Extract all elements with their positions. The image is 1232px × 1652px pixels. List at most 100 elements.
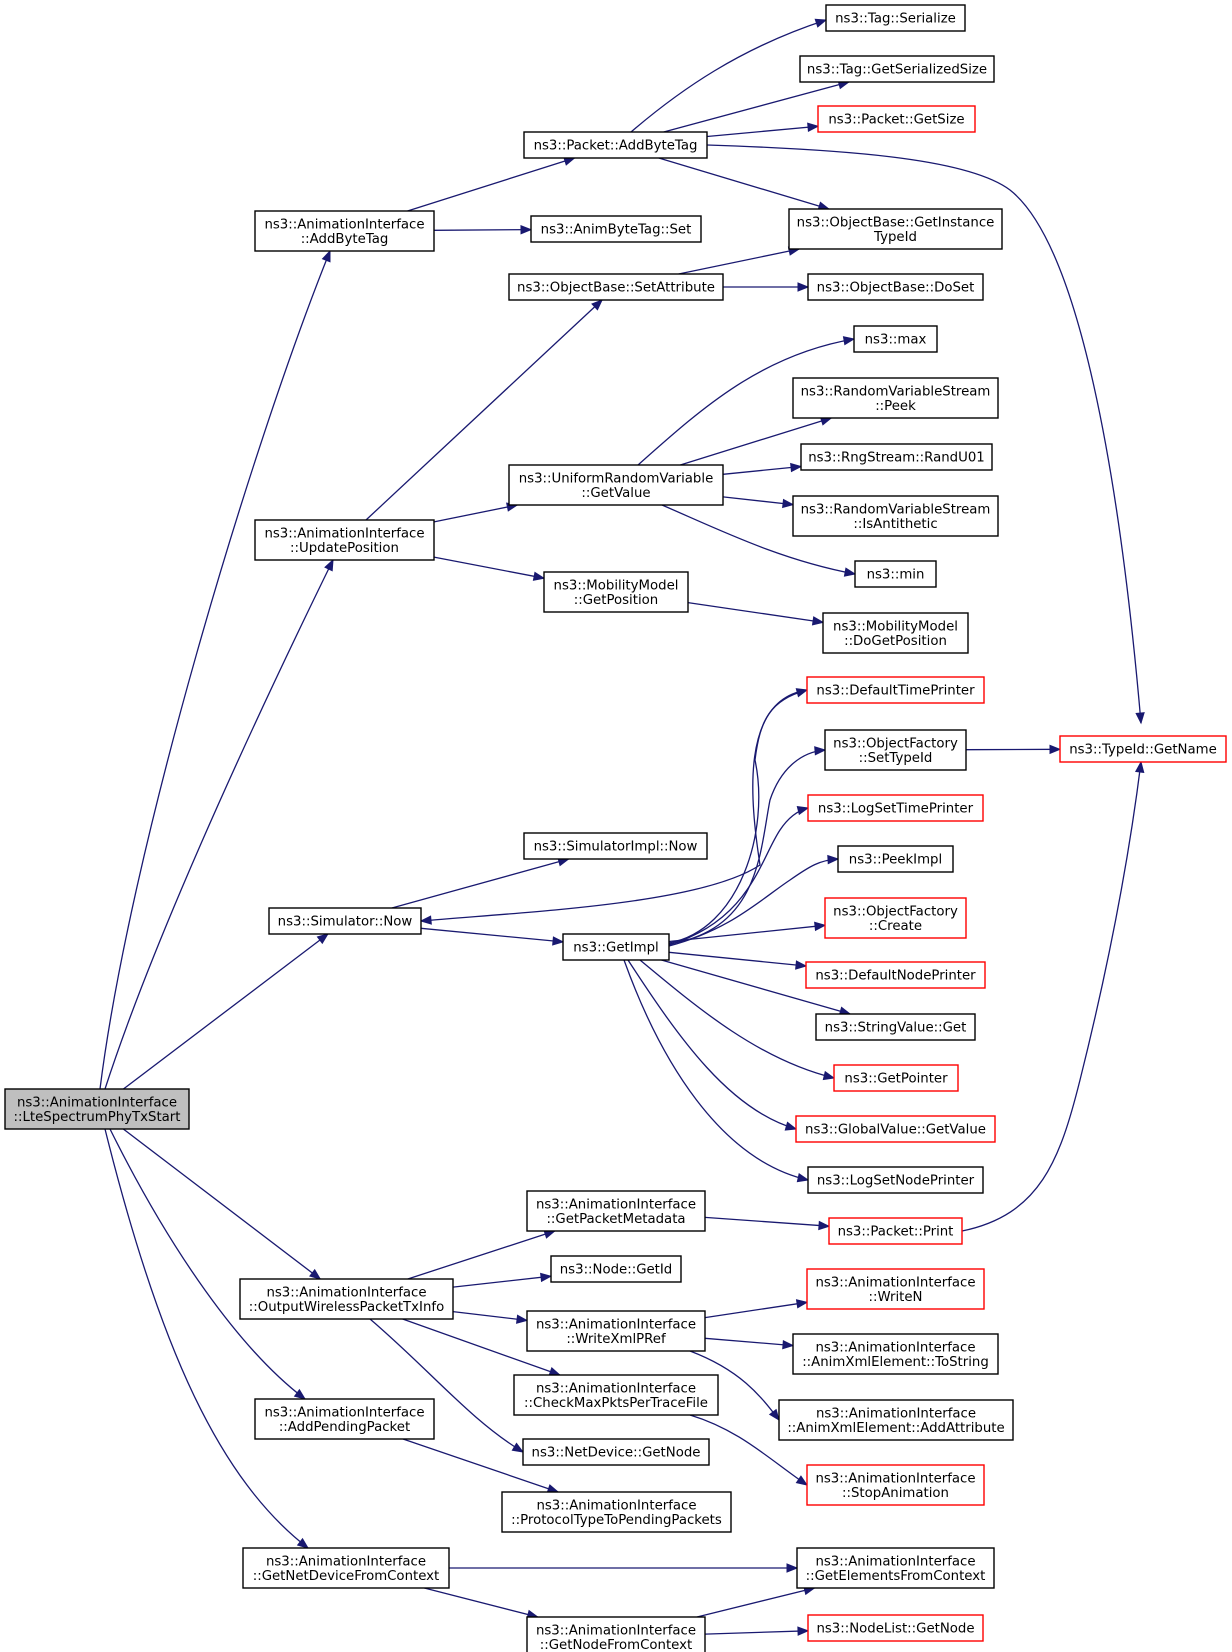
node-tagGetSerializedSize[interactable]: ns3::Tag::GetSerializedSize — [799, 55, 995, 83]
node-box[interactable] — [530, 215, 702, 243]
node-box[interactable] — [522, 1438, 710, 1466]
node-box[interactable] — [796, 1547, 995, 1589]
node-box[interactable] — [526, 1310, 706, 1352]
node-updatePosition[interactable]: ns3::AnimationInterface::UpdatePosition — [254, 519, 435, 561]
node-defaultNodePrinter[interactable]: ns3::DefaultNodePrinter — [805, 961, 986, 989]
node-box[interactable] — [807, 273, 984, 301]
node-box[interactable] — [523, 832, 708, 860]
node-packetPrint[interactable]: ns3::Packet::Print — [828, 1217, 963, 1245]
node-simImplNow[interactable]: ns3::SimulatorImpl::Now — [523, 832, 708, 860]
node-box[interactable] — [795, 1115, 996, 1143]
node-nodeGetId[interactable]: ns3::Node::GetId — [550, 1255, 682, 1283]
node-getNodeFromContext[interactable]: ns3::AnimationInterface::GetNodeFromCont… — [526, 1616, 706, 1652]
node-box[interactable] — [800, 443, 993, 471]
node-mmDoGetPosition[interactable]: ns3::MobilityModel::DoGetPosition — [822, 612, 969, 654]
node-box[interactable] — [807, 1614, 984, 1642]
node-box[interactable] — [805, 961, 986, 989]
node-box[interactable] — [526, 1616, 706, 1652]
node-box[interactable] — [806, 1268, 985, 1310]
node-max[interactable]: ns3::max — [853, 325, 938, 353]
node-box[interactable] — [523, 131, 708, 159]
node-writeXmlPRef[interactable]: ns3::AnimationInterface::WriteXmlPRef — [526, 1310, 706, 1352]
node-box[interactable] — [807, 794, 984, 822]
node-box[interactable] — [828, 1217, 963, 1245]
node-defaultTimePrinter[interactable]: ns3::DefaultTimePrinter — [806, 676, 985, 704]
node-packetAddByteTag[interactable]: ns3::Packet::AddByteTag — [523, 131, 708, 159]
node-box[interactable] — [254, 210, 435, 252]
node-netDeviceGetNode[interactable]: ns3::NetDevice::GetNode — [522, 1438, 710, 1466]
node-box[interactable] — [508, 464, 724, 506]
node-getPointer[interactable]: ns3::GetPointer — [833, 1064, 959, 1092]
node-logSetTimePrinter[interactable]: ns3::LogSetTimePrinter — [807, 794, 984, 822]
node-box[interactable] — [799, 55, 995, 83]
node-urvGetValue[interactable]: ns3::UniformRandomVariable::GetValue — [508, 464, 724, 506]
node-root[interactable]: ns3::AnimationInterface::LteSpectrumPhyT… — [4, 1088, 190, 1130]
node-outputWireless[interactable]: ns3::AnimationInterface::OutputWirelessP… — [239, 1278, 454, 1320]
node-box[interactable] — [239, 1278, 454, 1320]
node-ofSetTypeId[interactable]: ns3::ObjectFactory::SetTypeId — [824, 729, 967, 771]
node-getPacketMetadata[interactable]: ns3::AnimationInterface::GetPacketMetada… — [526, 1190, 706, 1232]
node-addPendingPacket[interactable]: ns3::AnimationInterface::AddPendingPacke… — [254, 1398, 435, 1440]
node-box[interactable] — [807, 1166, 984, 1194]
node-box[interactable] — [562, 933, 670, 961]
node-box[interactable] — [837, 845, 954, 873]
node-logSetNodePrinter[interactable]: ns3::LogSetNodePrinter — [807, 1166, 984, 1194]
node-box[interactable] — [824, 729, 967, 771]
node-doSet[interactable]: ns3::ObjectBase::DoSet — [807, 273, 984, 301]
node-animByteTagSet[interactable]: ns3::AnimByteTag::Set — [530, 215, 702, 243]
node-box[interactable] — [806, 1464, 985, 1506]
node-box[interactable] — [788, 208, 1003, 250]
node-box[interactable] — [543, 571, 689, 613]
node-box[interactable] — [792, 495, 999, 537]
node-mmGetPosition[interactable]: ns3::MobilityModel::GetPosition — [543, 571, 689, 613]
node-box[interactable] — [242, 1547, 450, 1589]
node-box[interactable] — [792, 377, 999, 419]
node-packetGetSize[interactable]: ns3::Packet::GetSize — [817, 105, 976, 133]
node-getImpl[interactable]: ns3::GetImpl — [562, 933, 670, 961]
node-box[interactable] — [1059, 735, 1227, 763]
node-protocolTypeToPending[interactable]: ns3::AnimationInterface::ProtocolTypeToP… — [501, 1491, 732, 1533]
node-box[interactable] — [806, 676, 985, 704]
node-setAttribute[interactable]: ns3::ObjectBase::SetAttribute — [508, 273, 724, 301]
node-box[interactable] — [778, 1399, 1014, 1441]
node-getNetDeviceFromContext[interactable]: ns3::AnimationInterface::GetNetDeviceFro… — [242, 1547, 450, 1589]
node-box[interactable] — [550, 1255, 682, 1283]
node-peekImpl[interactable]: ns3::PeekImpl — [837, 845, 954, 873]
node-stringValueGet[interactable]: ns3::StringValue::Get — [815, 1013, 976, 1041]
node-box[interactable] — [508, 273, 724, 301]
node-box[interactable] — [825, 4, 966, 32]
node-box[interactable] — [853, 325, 938, 353]
node-box[interactable] — [268, 907, 422, 935]
node-box[interactable] — [526, 1190, 706, 1232]
node-box[interactable] — [4, 1088, 190, 1130]
node-globalValueGetValue[interactable]: ns3::GlobalValue::GetValue — [795, 1115, 996, 1143]
node-box[interactable] — [513, 1374, 719, 1416]
node-box[interactable] — [254, 519, 435, 561]
node-box[interactable] — [501, 1491, 732, 1533]
node-box[interactable] — [815, 1013, 976, 1041]
node-box[interactable] — [254, 1398, 435, 1440]
node-animXmlToString[interactable]: ns3::AnimationInterface::AnimXmlElement:… — [792, 1333, 999, 1375]
node-min[interactable]: ns3::min — [854, 560, 937, 588]
node-writeN[interactable]: ns3::AnimationInterface::WriteN — [806, 1268, 985, 1310]
node-checkMaxPkts[interactable]: ns3::AnimationInterface::CheckMaxPktsPer… — [513, 1374, 719, 1416]
node-getElementsFromContext[interactable]: ns3::AnimationInterface::GetElementsFrom… — [796, 1547, 995, 1589]
node-animXmlAddAttribute[interactable]: ns3::AnimationInterface::AnimXmlElement:… — [778, 1399, 1014, 1441]
node-stopAnimation[interactable]: ns3::AnimationInterface::StopAnimation — [806, 1464, 985, 1506]
node-box[interactable] — [822, 612, 969, 654]
node-box[interactable] — [854, 560, 937, 588]
node-rngRandU01[interactable]: ns3::RngStream::RandU01 — [800, 443, 993, 471]
node-rvsIsAntithetic[interactable]: ns3::RandomVariableStream::IsAntithetic — [792, 495, 999, 537]
node-rvsPeek[interactable]: ns3::RandomVariableStream::Peek — [792, 377, 999, 419]
node-box[interactable] — [824, 897, 967, 939]
node-box[interactable] — [817, 105, 976, 133]
node-nodeListGetNode[interactable]: ns3::NodeList::GetNode — [807, 1614, 984, 1642]
node-ofCreate[interactable]: ns3::ObjectFactory::Create — [824, 897, 967, 939]
node-box[interactable] — [792, 1333, 999, 1375]
node-tagSerialize[interactable]: ns3::Tag::Serialize — [825, 4, 966, 32]
node-addByteTag[interactable]: ns3::AnimationInterface::AddByteTag — [254, 210, 435, 252]
node-typeIdGetName[interactable]: ns3::TypeId::GetName — [1059, 735, 1227, 763]
node-simulatorNow[interactable]: ns3::Simulator::Now — [268, 907, 422, 935]
node-box[interactable] — [833, 1064, 959, 1092]
